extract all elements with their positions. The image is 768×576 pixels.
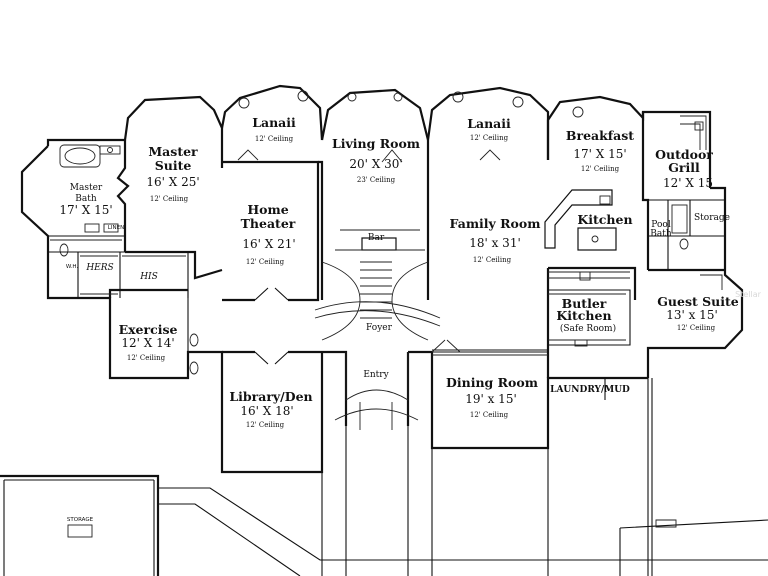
room-hers-closet: HERS: [85, 263, 113, 273]
room-storage-garage: STORAGE: [67, 517, 94, 523]
room-ceiling: 23' Ceiling: [357, 176, 396, 184]
room-name: Guest Suite: [657, 294, 739, 309]
interior-walls: [48, 112, 725, 400]
room-outdoor-grill: Outdoor Grill 12' X 15: [655, 147, 713, 190]
room-name: Pool: [651, 220, 671, 230]
water-heater-label: W.H.: [66, 264, 79, 270]
room-master-suite: Master Suite 16' X 25' 12' Ceiling: [146, 144, 199, 203]
room-name: Dining Room: [446, 375, 538, 390]
room-foyer: Foyer: [366, 323, 393, 333]
room-name: Library/Den: [229, 389, 312, 404]
watermark: Stellar: [735, 290, 761, 299]
room-name: Grill: [668, 160, 700, 175]
room-name: Outdoor: [655, 147, 713, 162]
room-name: Master: [70, 183, 103, 193]
room-pool-bath: Pool Bath: [650, 220, 672, 239]
room-dimensions: 16' X 21': [242, 237, 295, 251]
room-name: Living Room: [332, 136, 420, 151]
room-guest-suite: Guest Suite 13' x 15' 12' Ceiling: [657, 294, 739, 332]
room-dimensions: 12' X 14': [121, 336, 174, 350]
room-bar: Bar: [368, 233, 385, 243]
room-name: Suite: [155, 158, 192, 173]
room-lanai-right: Lanaii 12' Ceiling: [467, 116, 511, 142]
room-dining: Dining Room 19' x 15' 12' Ceiling: [446, 375, 538, 419]
room-name: Breakfast: [566, 128, 634, 143]
room-ceiling: 12' Ceiling: [581, 165, 620, 173]
room-name: Family Room: [450, 216, 541, 231]
room-labels: Master Bath 17' X 15' Master Suite 16' X…: [59, 115, 761, 523]
room-exercise: Exercise 12' X 14' 12' Ceiling: [119, 322, 178, 362]
room-sub: (Safe Room): [560, 323, 616, 334]
fixtures: [50, 90, 723, 430]
room-living: Living Room 20' X 30' 23' Ceiling: [332, 136, 420, 184]
room-name: Home: [247, 202, 288, 217]
room-ceiling: 12' Ceiling: [150, 195, 189, 203]
room-butler-kitchen: Butler Kitchen (Safe Room): [556, 296, 616, 334]
room-dimensions: 12' X 15: [663, 176, 713, 190]
room-ceiling: 12' Ceiling: [246, 421, 285, 429]
room-name: Theater: [241, 216, 296, 231]
room-dimensions: 16' X 18': [240, 404, 293, 418]
room-dimensions: 18' x 31': [469, 236, 521, 250]
room-lanai-left: Lanaii 12' Ceiling: [252, 115, 296, 143]
room-dimensions: 19' x 15': [465, 392, 517, 406]
room-home-theater: Home Theater 16' X 21' 12' Ceiling: [241, 202, 296, 266]
room-master-bath: Master Bath 17' X 15': [59, 183, 112, 217]
room-ceiling: 12' Ceiling: [470, 411, 509, 419]
room-name: Bath: [650, 229, 672, 239]
room-dimensions: 20' X 30': [349, 157, 402, 171]
room-ceiling: 12' Ceiling: [246, 258, 285, 266]
linen-label: LINEN: [108, 225, 124, 231]
room-name: Exercise: [119, 322, 178, 337]
room-storage-small: Storage: [694, 213, 730, 223]
garage-outline: [0, 378, 768, 576]
room-library: Library/Den 16' X 18' 12' Ceiling: [229, 389, 312, 429]
room-his-closet: HIS: [139, 272, 158, 282]
room-name: Master: [148, 144, 198, 159]
room-entry: Entry: [363, 370, 389, 380]
room-ceiling: 12' Ceiling: [470, 134, 509, 142]
room-name: Lanaii: [467, 116, 511, 131]
room-kitchen: Kitchen: [577, 212, 632, 227]
room-name: Kitchen: [556, 308, 611, 323]
room-ceiling: 12' Ceiling: [255, 135, 294, 143]
room-dimensions: 17' X 15': [573, 147, 626, 161]
room-dimensions: 16' X 25': [146, 175, 199, 189]
room-dimensions: 13' x 15': [666, 308, 718, 322]
room-name: Bath: [75, 194, 97, 204]
room-dimensions: 17' X 15': [59, 203, 112, 217]
room-name: Butler: [562, 296, 607, 311]
room-laundry: LAUNDRY/MUD: [550, 385, 630, 395]
room-ceiling: 12' Ceiling: [473, 256, 512, 264]
room-breakfast: Breakfast 17' X 15' 12' Ceiling: [566, 128, 634, 173]
room-ceiling: 12' Ceiling: [677, 324, 716, 332]
room-name: Lanaii: [252, 115, 296, 130]
room-ceiling: 12' Ceiling: [127, 354, 166, 362]
room-family: Family Room 18' x 31' 12' Ceiling: [450, 216, 541, 264]
